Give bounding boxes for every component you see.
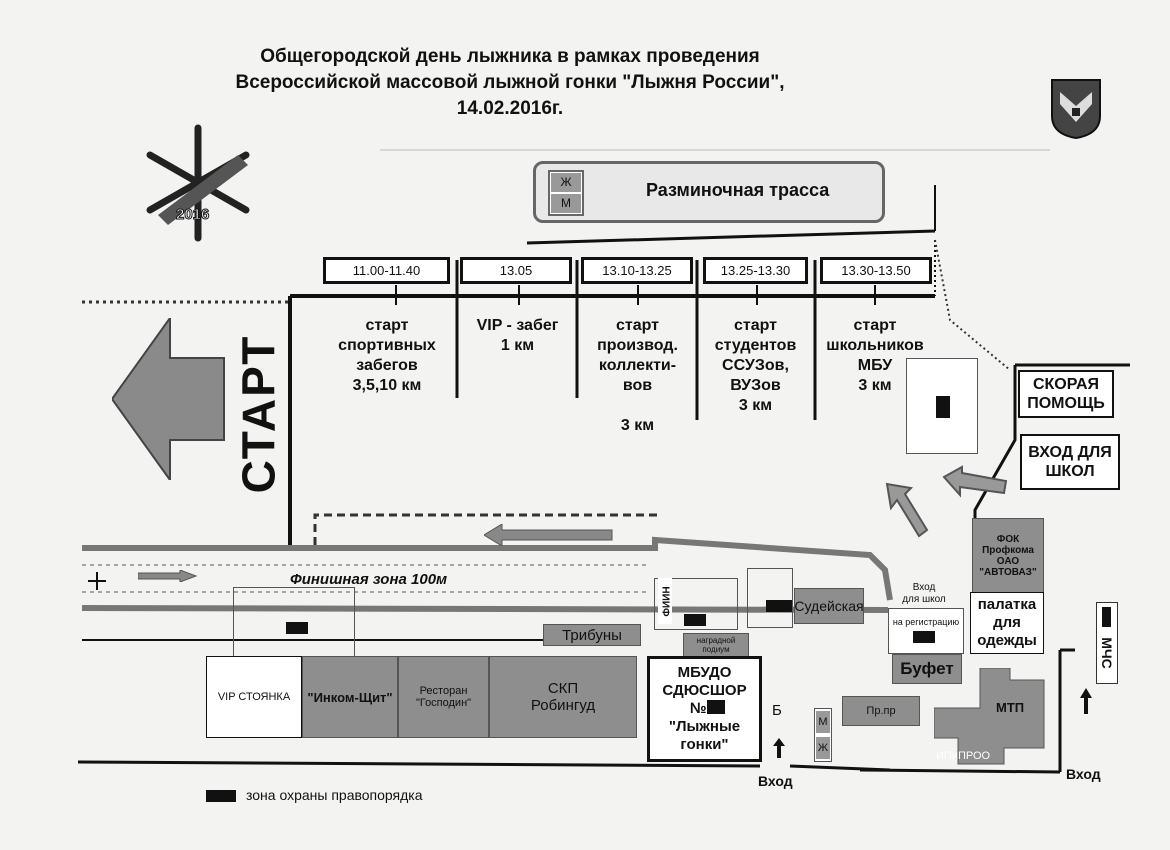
prpr-building: Пр.пр <box>842 696 920 726</box>
clothing-tent: палатка для одежды <box>970 592 1044 654</box>
warmup-track: Ж М Разминочная трасса <box>533 161 885 223</box>
city-coat-of-arms-icon <box>1051 79 1101 140</box>
title-line-1: Общегородской день лыжника в рамках пров… <box>260 46 760 67</box>
wc-w: Ж <box>816 737 830 759</box>
warmup-wc-m: М <box>551 194 581 213</box>
event-logo: 2016 <box>138 120 258 245</box>
tribunes: Трибуны <box>543 624 641 646</box>
schedule-time-4: 13.25-13.30 <box>703 257 808 284</box>
skp-robinhood: СКП Робингуд <box>489 656 637 738</box>
mtp-label: МТП <box>996 700 1025 715</box>
finish-direction-arrow-icon <box>138 570 198 582</box>
wc-m: М <box>816 711 830 733</box>
schedule-label-4: старт студентов ССУЗов, ВУЗов 3 км <box>714 317 797 414</box>
schedule-time-5: 13.30-13.50 <box>820 257 932 284</box>
legend-security-swatch <box>206 790 236 802</box>
legend-label: зона охраны правопорядка <box>246 787 423 803</box>
title-line-3: 14.02.2016г. <box>456 98 564 119</box>
security-zone-frame-3 <box>747 568 793 628</box>
security-marker-4 <box>286 622 308 634</box>
buffet: Буфет <box>892 654 962 684</box>
finish-cross-icon <box>88 572 106 590</box>
mchs-label: МЧС <box>1099 637 1115 669</box>
security-marker-1 <box>936 396 950 418</box>
mchs-box: МЧС <box>1096 602 1118 684</box>
ambulance-box: СКОРАЯ ПОМОЩЬ <box>1018 370 1114 418</box>
mchs-security-marker <box>1102 607 1111 627</box>
security-marker-3 <box>766 600 792 612</box>
start-label-wrap: СТАРТ <box>226 322 286 507</box>
warmup-wc-w: Ж <box>551 173 581 192</box>
sport-school-building: МБУДО СДЮСШОР № 1 "Лыжные гонки" <box>647 656 762 762</box>
schedule-time-3: 13.10-13.25 <box>581 257 693 284</box>
security-marker-2 <box>684 614 706 626</box>
wc-block: М Ж <box>814 708 832 762</box>
b-marker: Б <box>772 702 782 719</box>
map-title: Общегородской день лыжника в рамках пров… <box>150 44 870 122</box>
schedule-time-2: 13.05 <box>460 257 572 284</box>
logo-year: 2016 <box>175 206 210 224</box>
entry-arrow-up-icon <box>885 482 929 538</box>
vip-parking: VIP СТОЯНКА <box>206 656 302 738</box>
entry-arrow-up-icon <box>773 738 785 758</box>
mtp-building-shape <box>934 668 1045 765</box>
ipipro-label: ИПиПРОО <box>936 750 991 762</box>
warmup-track-label: Разминочная трасса <box>646 180 830 200</box>
niif-label: НИИФ <box>659 585 671 617</box>
finish-zone-label: Финишная зона 100м <box>290 571 448 588</box>
registration-box: на регистрацию <box>888 608 964 654</box>
mchs-arrow-up-icon <box>1080 688 1092 714</box>
snowflake-icon <box>146 124 250 242</box>
school-entry-small-label: Вход для школ <box>902 582 946 605</box>
fok-building: ФОК Профкома ОАО "АВТОВАЗ" <box>972 518 1044 594</box>
track-return-arrow-icon <box>484 524 613 546</box>
schedule-time-1: 11.00-11.40 <box>323 257 450 284</box>
inkom-shchit-building: "Инком-Щит" <box>302 656 398 738</box>
registration-label: на регистрацию <box>892 617 960 627</box>
judges-booth: Судейская <box>794 588 864 624</box>
title-line-2: Всероссийской массовой лыжной гонки "Лыж… <box>235 72 785 93</box>
school-entrance-box: ВХОД ДЛЯ ШКОЛ <box>1020 434 1120 490</box>
entrance-1-label: Вход <box>758 773 793 789</box>
security-marker-registration <box>913 631 935 643</box>
start-arrow-icon <box>112 318 225 480</box>
security-zone-frame-2 <box>654 578 738 630</box>
award-podium: наградной подиум <box>683 633 749 657</box>
warmup-wc: Ж М <box>548 170 584 216</box>
entry-arrow-left-icon <box>942 465 1008 498</box>
city-emblem <box>1050 78 1102 145</box>
schedule-label-3: старт производ. коллекти- вов 3 км <box>597 317 678 434</box>
restaurant-gospodin: Ресторан "Господин" <box>398 656 489 738</box>
schedule-label-5: старт школьников МБУ 3 км <box>826 317 924 394</box>
security-marker-school <box>707 700 725 714</box>
schedule-label-1: старт спортивных забегов 3,5,10 км <box>338 317 436 394</box>
start-label: СТАРТ <box>232 334 285 494</box>
entrance-2-label: Вход <box>1066 766 1101 782</box>
niif-label-box: НИИФ <box>658 578 672 624</box>
schedule-label-2: VIP - забег 1 км <box>476 317 559 354</box>
